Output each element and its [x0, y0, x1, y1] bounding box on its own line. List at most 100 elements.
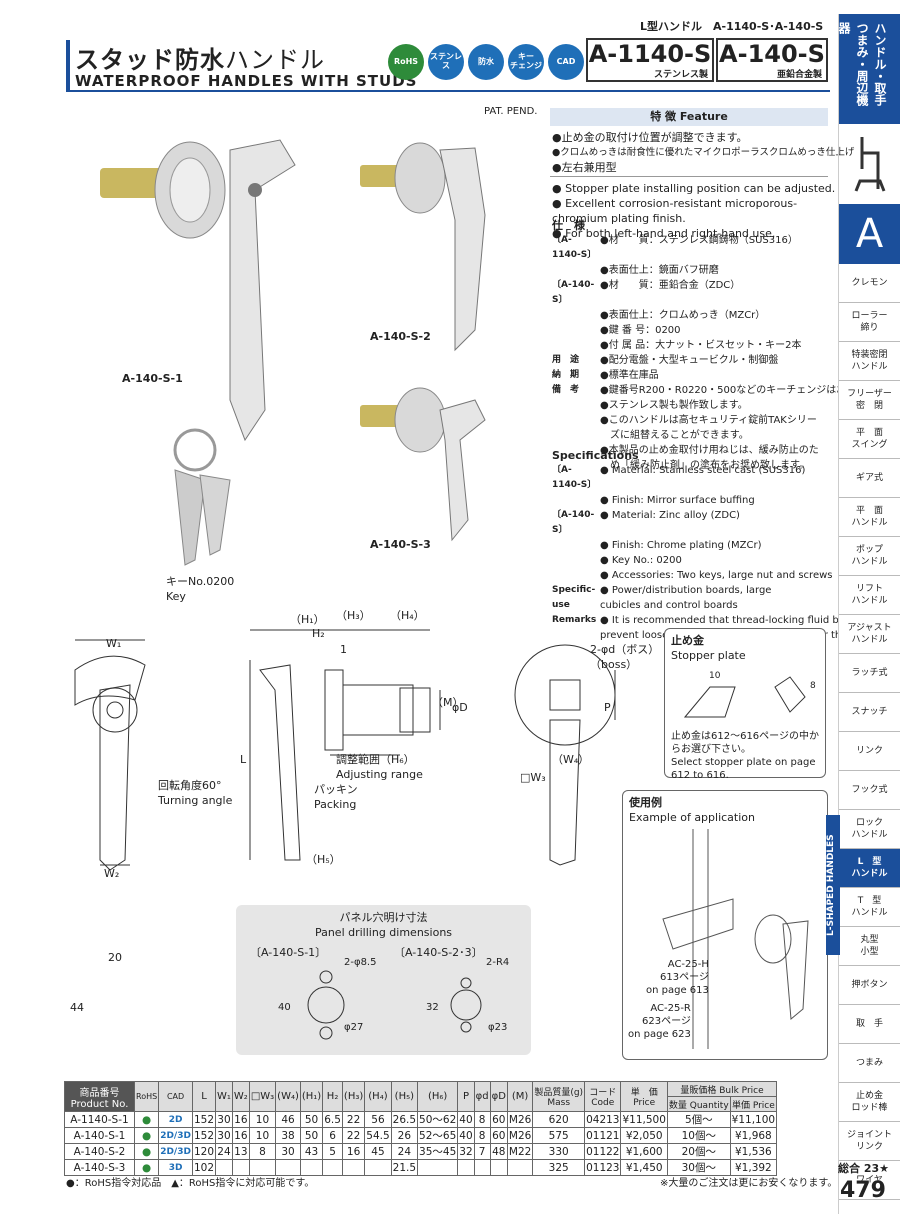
table-cell: 2D	[158, 1111, 193, 1128]
category-sidebar: ハンドル・取手 つまみ・周辺機器 A クレモンローラー 締り特装密閉 ハンドルフ…	[837, 14, 900, 1214]
table-cell: 26	[390, 1127, 419, 1144]
sidebar-item[interactable]: つまみ	[839, 1044, 900, 1083]
th-mass: 製品質量(g) Mass	[532, 1081, 586, 1112]
rohs-badge-icon: RoHS	[388, 44, 424, 80]
dim-m: （M）	[432, 696, 464, 709]
sidebar-item[interactable]: 押ボタン	[839, 966, 900, 1005]
model-code: A-1140-S	[588, 40, 712, 68]
table-cell	[417, 1159, 459, 1176]
dim-w2: W₂	[104, 867, 120, 880]
table-cell	[457, 1159, 475, 1176]
sidebar-item[interactable]: 平 面 ハンドル	[839, 498, 900, 537]
spec-label: 備 考	[552, 385, 580, 395]
sidebar-item[interactable]: L 型 ハンドル	[839, 849, 900, 888]
page-title-en: WATERPROOF HANDLES WITH STUDS	[75, 72, 418, 90]
sidebar-item[interactable]: ポップ ハンドル	[839, 537, 900, 576]
sidebar-item[interactable]: ジョイント リンク	[839, 1122, 900, 1161]
sidebar-item[interactable]: ローラー 締り	[839, 303, 900, 342]
th-w4: (W₄)	[275, 1081, 301, 1112]
sidebar-item[interactable]: フリーザー 密 閉	[839, 381, 900, 420]
sidebar-title: ハンドル・取手 つまみ・周辺機器	[837, 14, 900, 124]
sidebar-item[interactable]: ラッチ式	[839, 654, 900, 693]
table-cell: 21.5	[390, 1159, 419, 1176]
table-cell: ¥1,600	[620, 1143, 668, 1160]
table-cell: A-140-S-1	[64, 1127, 135, 1144]
feature-badges: RoHS ステンレス 防水 キー チェンジ CAD	[388, 44, 584, 80]
sidebar-item[interactable]: アジャスト ハンドル	[839, 615, 900, 654]
table-cell: 102	[191, 1159, 217, 1176]
th-h5: (H₅)	[390, 1081, 419, 1112]
table-cell: 8	[248, 1143, 277, 1160]
table-cell: ●	[133, 1127, 160, 1144]
handle-s1-photo	[100, 139, 296, 442]
sidebar-item[interactable]: ロック ハンドル	[839, 810, 900, 849]
spec-row: ●表面仕上：クロムめっき（MZCr）	[552, 308, 830, 323]
sidebar-item[interactable]: T 型 ハンドル	[839, 888, 900, 927]
sidebar-item[interactable]: 平 面 スイング	[839, 420, 900, 459]
feature-list-jp: ●止め金の取付け位置が調整できます。 ●クロムめっきは耐食性に優れたマイクロポー…	[552, 130, 854, 175]
divider	[550, 176, 828, 177]
table-cell: 50	[299, 1111, 324, 1128]
sidebar-item[interactable]: ギア式	[839, 459, 900, 498]
table-cell	[215, 1159, 233, 1176]
sidebar-item[interactable]: クレモン	[839, 264, 900, 303]
table-cell: ●	[133, 1159, 160, 1176]
spec-label	[552, 428, 600, 443]
list-item: ●止め金の取付け位置が調整できます。	[552, 131, 748, 144]
spec-row: ● Finish: Chrome plating (MZCr)	[552, 538, 830, 553]
table-cell: 43	[299, 1143, 324, 1160]
spec-row: 〔A-1140-S〕● Material: Stainless steel ca…	[552, 463, 830, 493]
model-material: 亜鉛合金製	[776, 70, 822, 80]
table-cell: 26.5	[390, 1111, 419, 1128]
table-cell	[506, 1159, 534, 1176]
spec-row: 用 途●配分電盤・大型キュービクル・制御盤	[552, 353, 830, 368]
table-cell: ●	[133, 1111, 160, 1128]
dim-40: 40	[278, 1002, 291, 1013]
spec-row: ●表面仕上：鏡面バフ研磨	[552, 263, 830, 278]
footer-bulk-note: ※大量のご注文は更にお安くなります。	[660, 1178, 838, 1189]
table-cell: 50～62	[417, 1111, 459, 1128]
spec-value: ●付 属 品：大ナット・ビスセット・キー2本	[600, 340, 802, 351]
catalog-number: 総合 23★	[838, 1162, 889, 1175]
spec-row: Specific-● Power/distribution boards, la…	[552, 583, 830, 598]
sidebar-item[interactable]: リフト ハンドル	[839, 576, 900, 615]
dim-h4: （H₄）	[390, 609, 425, 622]
dim-h5: （H₅）	[306, 853, 341, 866]
th-p: P	[457, 1081, 475, 1112]
dim-h2: H₂	[312, 627, 325, 640]
sidebar-item[interactable]: フック式	[839, 771, 900, 810]
spec-label	[552, 553, 600, 568]
table-cell: 16	[231, 1127, 250, 1144]
spec-heading: Specifications	[552, 449, 639, 462]
dim-32: 32	[426, 1002, 439, 1013]
spec-value: ●標準在庫品	[600, 370, 659, 381]
sidebar-item[interactable]: 丸型 小型	[839, 927, 900, 966]
sidebar-item[interactable]: 取 手	[839, 1005, 900, 1044]
model-code: A-140-S	[719, 40, 825, 68]
table-cell: 30	[215, 1111, 233, 1128]
table-cell: 10個～	[666, 1127, 731, 1144]
table-cell: 22	[341, 1127, 366, 1144]
patent-pending: PAT. PEND.	[484, 106, 538, 117]
table-cell: M22	[506, 1143, 534, 1160]
spec-label	[552, 308, 600, 323]
table-cell: 52～65	[417, 1127, 459, 1144]
sidebar-item[interactable]: ワイヤ	[839, 1161, 900, 1200]
spec-row: ●付 属 品：大ナット・ビスセット・キー2本	[552, 338, 830, 353]
spec-label: Specific-	[552, 585, 596, 595]
table-cell: M26	[506, 1127, 534, 1144]
sidebar-item[interactable]: スナッチ	[839, 693, 900, 732]
page-title-jp: スタッド防水ハンドル	[75, 46, 325, 74]
spec-jp: 仕 様 〔A-1140-S〕●材 質：ステンレス鋼鋳物（SUS316）●表面仕上…	[552, 218, 900, 473]
dim-phid: φD	[452, 701, 468, 714]
spec-label: 〔A-1140-S〕	[552, 465, 597, 490]
sidebar-item[interactable]: 止め金 ロッド棒	[839, 1083, 900, 1122]
sidebar-item[interactable]: 特装密閉 ハンドル	[839, 342, 900, 381]
dim-phi85: 2-φ8.5	[344, 957, 377, 968]
sidebar-item[interactable]: リンク	[839, 732, 900, 771]
spec-value: め「緩み防止剤」の塗布をお奨め致します。	[600, 460, 809, 471]
table-cell: 45	[364, 1143, 392, 1160]
model-material: ステンレス製	[653, 70, 708, 80]
stainless-badge-icon: ステンレス	[428, 44, 464, 80]
